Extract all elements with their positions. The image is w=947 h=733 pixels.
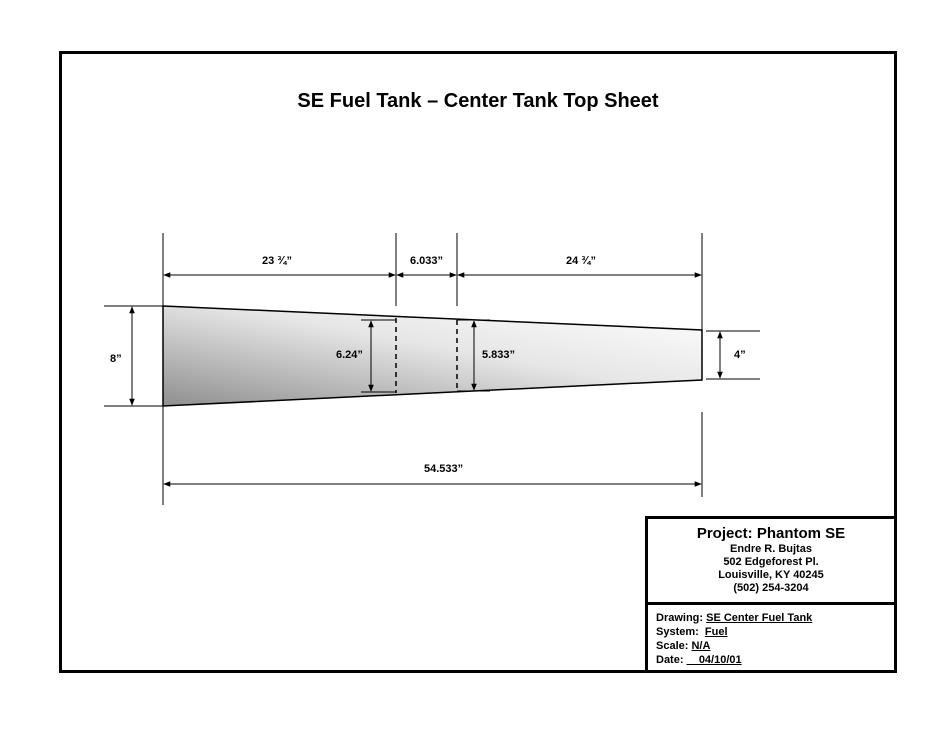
dim-label-total-length: 54.533” bbox=[424, 463, 464, 475]
dim-label-seg1: 23 ¾” bbox=[262, 255, 292, 267]
system-label: System: bbox=[656, 626, 699, 638]
address-line-1: 502 Edgeforest Pl. bbox=[723, 556, 819, 568]
project-name: Project: Phantom SE bbox=[696, 525, 846, 542]
address-line-2: Louisville, KY 40245 bbox=[718, 569, 824, 581]
extension-lines bbox=[104, 233, 760, 505]
dim-label-right-height: 4” bbox=[734, 349, 746, 361]
system-value: Fuel bbox=[704, 626, 728, 638]
drawing-border bbox=[59, 51, 897, 673]
phone-number: (502) 254-3204 bbox=[733, 582, 809, 594]
system-row: System: Fuel bbox=[656, 625, 812, 639]
title-block-project-section: Project: Phantom SE Endre R. Bujtas 502 … bbox=[648, 519, 894, 605]
date-row: Date: __04/10/01 bbox=[656, 653, 812, 667]
drawing-row: Drawing: SE Center Fuel Tank bbox=[656, 611, 812, 625]
scale-label: Scale: bbox=[656, 640, 689, 652]
scale-value: N/A bbox=[691, 640, 711, 652]
date-value: __04/10/01 bbox=[686, 654, 742, 666]
section-lines bbox=[395, 318, 458, 393]
dim-label-left-height: 8” bbox=[110, 353, 122, 365]
title-block-drawing-info: Drawing: SE Center Fuel Tank System: Fue… bbox=[656, 611, 812, 667]
drawing-value: SE Center Fuel Tank bbox=[706, 612, 813, 624]
dim-label-mid-height-1: 6.24” bbox=[336, 349, 363, 361]
title-block: Project: Phantom SE Endre R. Bujtas 502 … bbox=[645, 516, 897, 673]
date-label: Date: bbox=[656, 654, 684, 666]
dim-label-seg2: 6.033” bbox=[410, 255, 444, 267]
dim-label-mid-height-2: 5.833” bbox=[482, 349, 516, 361]
author-name: Endre R. Bujtas bbox=[730, 543, 812, 555]
drawing-label: Drawing: bbox=[656, 612, 704, 624]
dim-label-seg3: 24 ¾” bbox=[566, 255, 596, 267]
drawing-title: SE Fuel Tank – Center Tank Top Sheet bbox=[297, 90, 659, 112]
tank-outline bbox=[162, 305, 703, 407]
scale-row: Scale: N/A bbox=[656, 639, 812, 653]
